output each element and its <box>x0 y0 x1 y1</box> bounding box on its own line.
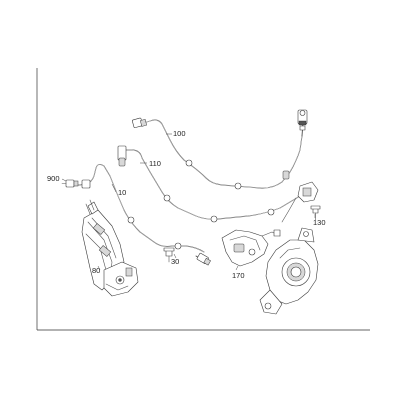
label-30: 30 <box>171 257 179 266</box>
label-130: 130 <box>313 218 326 227</box>
steering-knuckle <box>259 227 319 315</box>
brake-hose-upper-right[interactable] <box>297 109 308 137</box>
label-900: 900 <box>47 174 60 183</box>
bracket-80-lower <box>103 261 139 297</box>
brake-line-100[interactable] <box>139 119 303 189</box>
line-bracket-right <box>281 181 319 223</box>
brake-line-10[interactable] <box>71 163 205 253</box>
label-170: 170 <box>232 271 245 280</box>
leader-lines <box>61 133 316 271</box>
brake-hose-lower[interactable] <box>195 252 211 266</box>
label-10: 10 <box>118 188 126 197</box>
brake-line-110[interactable] <box>123 149 311 220</box>
bolt-30[interactable] <box>163 247 175 263</box>
fitting-10 <box>81 179 182 250</box>
label-80: 80 <box>92 266 100 275</box>
label-100: 100 <box>173 129 186 138</box>
label-110: 110 <box>149 159 161 168</box>
fitting-110 <box>117 145 275 223</box>
sensor-bracket-170[interactable] <box>221 229 281 267</box>
fitting-900[interactable] <box>61 179 79 188</box>
bolt-130[interactable] <box>310 205 321 221</box>
fitting-100-end <box>132 117 290 190</box>
